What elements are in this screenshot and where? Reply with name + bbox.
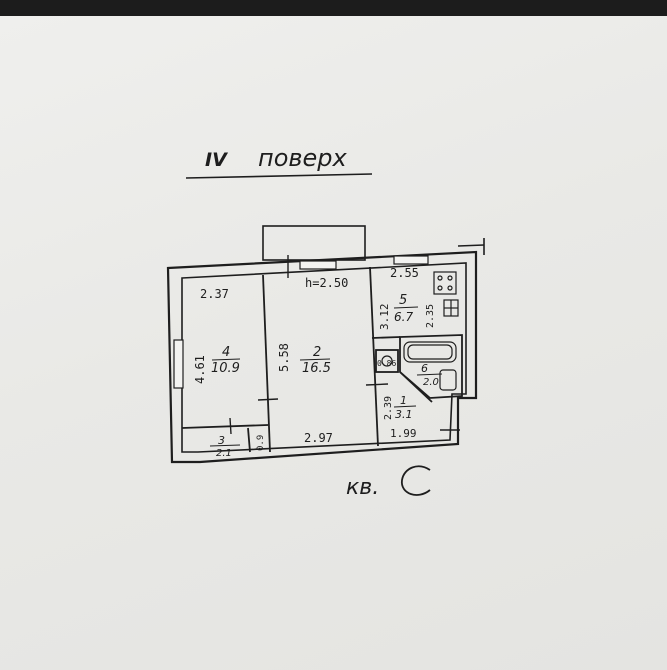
outer-wall-outer-line [166,250,478,464]
apartment-label: кв. [346,465,431,500]
wall-room4-closet [181,424,269,429]
room-3-area: 2.1 [216,448,232,459]
burner-icon [437,275,443,281]
room-5-fraction-line [393,306,419,309]
room-6-area: 2.0 [423,377,439,388]
room-1-area: 3.1 [395,408,413,421]
closet-width-dimension: 0.9 [256,435,266,451]
outer-wall-inner-line [181,262,467,453]
door-ticks [229,255,460,435]
balcony [262,225,366,261]
hall-width-dimension: 1.99 [390,427,417,440]
apartment-label-text: кв. [346,475,379,500]
room-4-fraction-line [211,358,241,361]
bathtub [403,341,457,363]
room5-right-dimension: 2.35 [425,304,436,328]
dimension-labels: 2.37 4.61 5.58 2.97 h=2.50 2.55 3.12 2.3… [193,266,436,451]
floor-title-underline [185,173,373,179]
room-6-fraction-line [416,373,443,376]
stove [433,271,457,295]
wall-hall [399,371,433,403]
wall-room4-room2 [262,274,271,453]
floor-title: IV поверх [185,144,373,179]
room5-width-dimension: 2.55 [390,266,419,280]
outer-walls [166,225,485,464]
wall-kitchen-bottom [371,336,401,339]
toilet-icon [381,355,393,367]
washbasin [439,369,457,391]
door-closet [229,417,232,435]
wall-room2-right-block [369,266,379,447]
upper-right-wall-stub [457,244,485,247]
door-room4 [257,398,279,401]
windows [173,255,429,389]
room4-length-dimension: 4.61 [193,355,207,384]
room-4-number: 4 [222,345,230,360]
window-room4 [173,339,184,389]
room-labels: 4 10.9 2 16.5 5 6.7 1 3.1 6 2.0 3 2.1 [209,293,443,459]
wall-closet-divider [247,427,251,453]
room4-width-dimension: 2.37 [200,287,229,301]
room-5-number: 5 [399,293,407,308]
room-6-number: 6 [421,362,428,375]
paper-background [0,16,667,670]
room-1-fraction-line [393,405,417,408]
room-2-fraction-line [299,358,331,361]
wc-width-dimension: 0.86 [377,359,396,368]
apartment-number-mark [401,465,431,496]
fixtures [381,271,459,391]
burner-icon [437,285,443,291]
window-kitchen [393,255,429,265]
ceiling-height: h=2.50 [305,276,348,290]
room-4-area: 10.9 [211,361,240,376]
door-room2 [365,383,389,386]
room5-length-dimension: 3.12 [378,304,391,331]
burner-icon [447,285,453,291]
interior-walls [181,266,463,453]
wall-bathroom [399,334,463,399]
bathtub-inner [407,344,453,360]
room2-width-dimension: 2.97 [304,431,333,445]
room-3-number: 3 [218,434,225,447]
room-3-fraction-line [209,444,241,447]
hall-length-dimension: 2.39 [383,396,394,420]
wall-wc [375,349,399,373]
room-2-number: 2 [313,345,321,360]
floor-word: поверх [258,144,348,172]
floor-numeral: IV [205,149,228,171]
room2-length-dimension: 5.58 [277,343,291,372]
room-5-area: 6.7 [394,310,413,324]
room-2-area: 16.5 [302,361,331,376]
room-1-number: 1 [400,394,407,407]
burner-icon [447,275,453,281]
window-room2 [299,260,337,270]
